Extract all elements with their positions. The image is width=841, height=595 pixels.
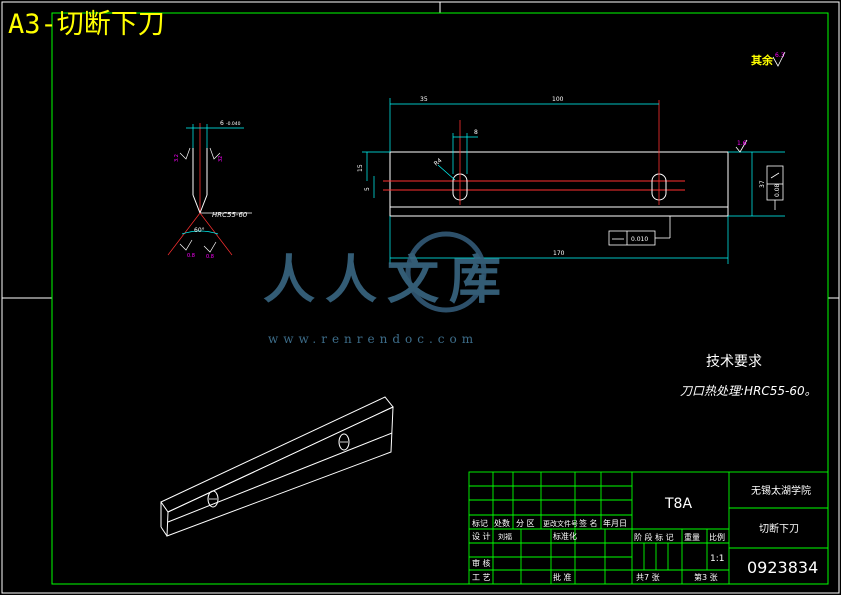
tb-design-name: 刘福 [498, 532, 512, 541]
watermark: 人人文库 [263, 231, 511, 313]
roughness-other-label: 其余 [751, 53, 774, 67]
sheet-title: A3-切断下刀 [8, 9, 165, 40]
ra-blade-symbol [735, 139, 748, 153]
dim-5-text: 5 [364, 187, 371, 191]
chamfer-line-right [199, 212, 233, 256]
tb-std: 标准化 [553, 531, 577, 541]
tb-total-sheets: 共7 张 [636, 573, 660, 582]
tb-frame [468, 471, 829, 585]
dim-37-text: 37 [759, 180, 766, 188]
tb-scale: 1:1 [710, 554, 724, 564]
tb-material: T8A [664, 496, 692, 512]
tech-note: 刀口热处理:HRC55-60。 [680, 384, 817, 398]
tip-ra-right [203, 241, 217, 253]
width-dim-text: 6 [220, 120, 224, 127]
blade-bottom [389, 206, 729, 217]
chamfer-line-left [167, 212, 201, 256]
flatness-sym [770, 172, 780, 179]
tb-stage-label: 阶 段 标 记 [634, 532, 674, 542]
watermark-url: www.renrendoc.com [268, 332, 479, 346]
dim-r4-text: R4 [433, 157, 444, 168]
side-ra-left [179, 147, 191, 160]
tb-part-name: 切断下刀 [759, 522, 799, 535]
tb-school: 无锡太湖学院 [751, 484, 811, 497]
iso-front-face [166, 406, 394, 537]
inner-frame [51, 12, 829, 585]
roughness-other-symbol [772, 51, 786, 67]
tip-ra-left-val: 0.8 [187, 253, 195, 259]
watermark-ring [405, 231, 487, 313]
tb-design: 设 计 [472, 531, 491, 541]
tb-rev-h2: 分 区 [516, 519, 535, 528]
title-block [468, 471, 829, 585]
width-tol-text: -0.040 [226, 121, 241, 127]
dim-100-text: 100 [552, 96, 564, 103]
iso-hole-left [207, 490, 219, 508]
ra-blade-value: 1.6 [737, 140, 747, 147]
side-tip-left [192, 194, 201, 214]
dim-8-text: 8 [474, 129, 478, 136]
parallel-value: 0.010 [631, 236, 648, 243]
side-tip-right [199, 194, 208, 214]
hrc-label: HRC55-60 [212, 211, 248, 219]
iso-hole-right [338, 433, 350, 451]
tb-approve: 批 准 [553, 572, 572, 582]
side-ra-right [209, 147, 221, 160]
tb-drawing-no: 0923834 [747, 558, 818, 577]
dim-170-text: 170 [553, 250, 565, 257]
dim-r4-leader [437, 164, 456, 181]
watermark-brand: 人人文库 [263, 251, 511, 311]
tb-rev-h0: 标记 [472, 518, 488, 528]
tb-weight-label: 重量 [684, 532, 700, 542]
title-block-text: T8A 无锡太湖学院 切断下刀 0923834 标记 处数 分 区 更改文件号 … [472, 484, 818, 582]
iso-left-bottom [160, 526, 168, 537]
side-view: 6 -0.040 3.2 32 HRC55-60 60° 0.8 0.8 [167, 120, 252, 260]
angle-arc [181, 230, 219, 235]
parallel-frame [608, 230, 656, 246]
tb-sheet: 第3 张 [694, 572, 718, 582]
tb-rev-h1: 处数 [494, 518, 510, 528]
iso-bevel [167, 432, 393, 523]
side-ra-left-val: 3.2 [174, 154, 180, 162]
dim-15-text: 15 [357, 164, 364, 172]
isometric-view [160, 396, 394, 537]
tip-ra-left [179, 239, 193, 251]
side-ra-right-val: 32 [218, 156, 224, 162]
tb-process: 工 艺 [472, 573, 491, 582]
tb-rev-h5: 年月日 [603, 518, 627, 528]
dim-35-text: 35 [420, 96, 428, 103]
tb-check: 审 核 [472, 558, 491, 568]
tb-rev-h3: 更改文件号 [543, 519, 578, 528]
roughness-other-value: 6.3 [775, 52, 785, 59]
tb-rev-h4: 签 名 [579, 518, 598, 528]
tb-scale-label: 比例 [709, 532, 725, 542]
tech-title: 技术要求 [706, 354, 762, 370]
angle-text: 60° [194, 227, 205, 234]
flatness-value: 0.08 [774, 183, 781, 197]
tip-ra-right-val: 0.8 [206, 254, 214, 260]
front-view: 35 100 8 R4 15 5 37 0.08 [357, 96, 785, 264]
